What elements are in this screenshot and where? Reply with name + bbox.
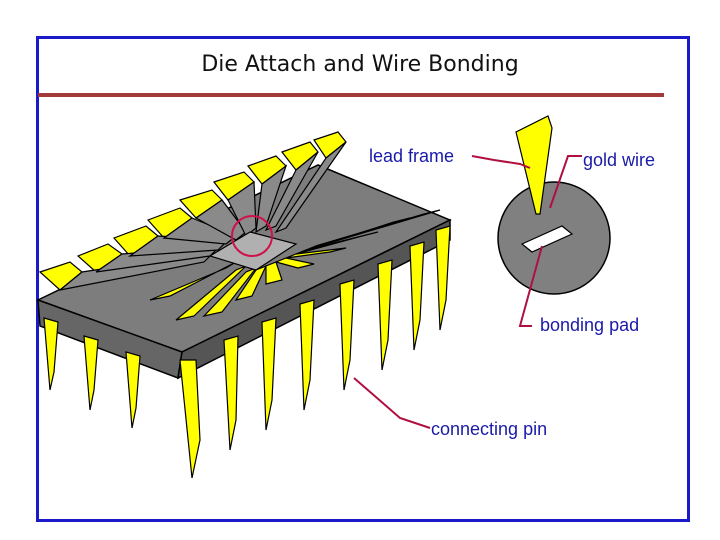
die-highlight-circle [231,215,273,257]
label-lead-frame: lead frame [369,146,455,166]
label-gold-wire: gold wire [583,150,656,170]
connecting-pin-callout [353,377,431,429]
magnified-bond-view [497,115,611,295]
label-connecting-pin: connecting pin [431,419,548,439]
die [208,231,298,271]
lead-frame-fingers [38,131,441,321]
callout-lines [353,155,582,429]
gold-wire-capillary [515,115,553,215]
title-rule [38,93,664,97]
bonding-pad-callout [518,245,543,327]
slide-title: Die Attach and Wire Bonding [201,52,519,77]
label-bonding-pad: bonding pad [540,315,640,335]
front-pins [43,225,451,479]
bonding-pad-shape [520,225,574,253]
gold-wire-callout [549,155,582,209]
lead-frame-callout [471,155,531,169]
